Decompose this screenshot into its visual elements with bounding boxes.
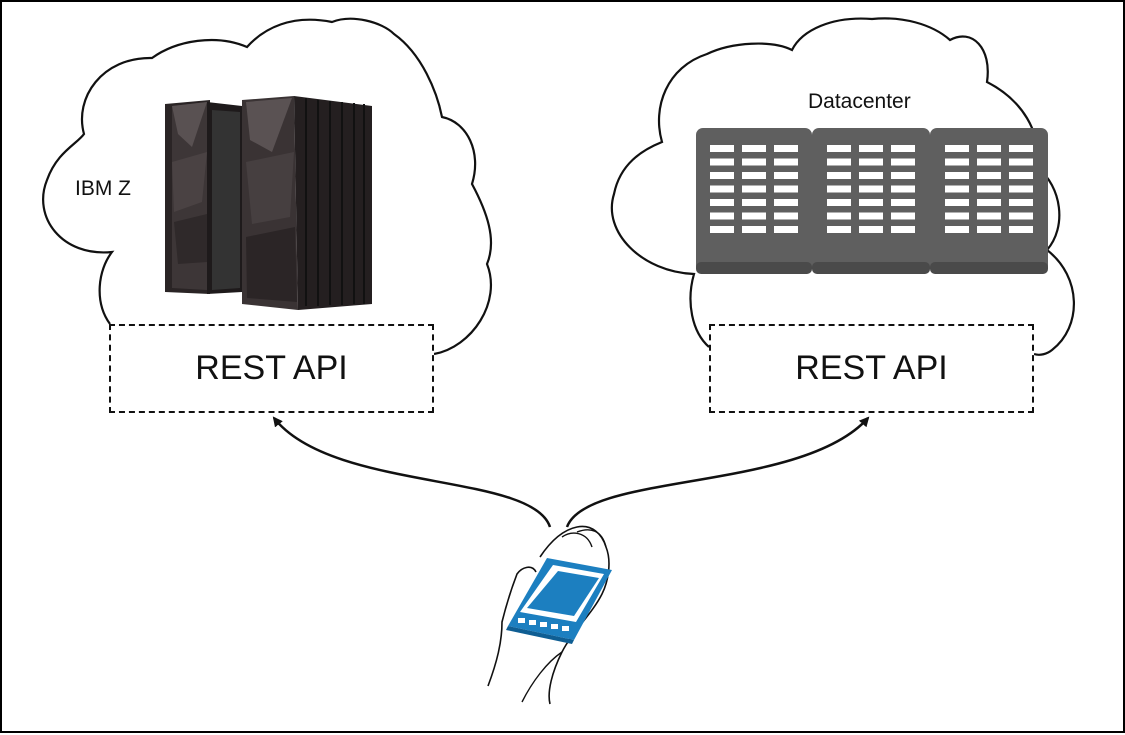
rack-slot (774, 185, 798, 193)
rack-slot (710, 172, 734, 179)
rack-slot (945, 145, 969, 152)
rack-slot (859, 145, 883, 152)
rack-slot (774, 145, 798, 152)
rack-slot (977, 185, 1001, 193)
rack-slot (891, 185, 915, 193)
datacenter-label: Datacenter (808, 90, 911, 113)
rack-slot (859, 199, 883, 206)
rack-slot (710, 199, 734, 206)
rack-slot (859, 158, 883, 166)
rack-slot (827, 199, 851, 206)
datacenter-rest-api-label: REST API (795, 349, 948, 387)
rack-slot (742, 145, 766, 152)
rack-slot (827, 226, 851, 233)
left-cloud-shape (42, 17, 493, 356)
server-rack-icon (696, 128, 1048, 274)
rack-slot (945, 199, 969, 206)
datacenter-rest-api-box: REST API (709, 324, 1034, 413)
rack-slot (891, 226, 915, 233)
rack-slot (1009, 185, 1033, 193)
rack-slot (710, 226, 734, 233)
rack-slot (977, 199, 1001, 206)
rack-slot (774, 212, 798, 220)
ibm-z-label: IBM Z (75, 177, 131, 200)
rack-slot (945, 172, 969, 179)
rack-slot (1009, 226, 1033, 233)
rack-slot (827, 158, 851, 166)
ibm-z-rest-api-label: REST API (195, 349, 348, 387)
rack-slot (977, 145, 1001, 152)
arrow-to-datacenter-api (565, 416, 870, 528)
rack-slot (774, 158, 798, 166)
rack-slot (827, 185, 851, 193)
rack-slot (742, 158, 766, 166)
rack-slot (891, 212, 915, 220)
rack-slot (710, 185, 734, 193)
rack-slot (742, 199, 766, 206)
arrow-to-ibm-z-api (272, 416, 552, 528)
rack-slot (742, 226, 766, 233)
rack-slot (1009, 145, 1033, 152)
rack-slot (1009, 172, 1033, 179)
rack-slot (742, 185, 766, 193)
rack-slot (891, 199, 915, 206)
rack-slot (977, 226, 1001, 233)
rack-slot (859, 212, 883, 220)
rack-slot (710, 212, 734, 220)
rack-slot (859, 185, 883, 193)
rack-slot (710, 145, 734, 152)
ibm-z-rest-api-box: REST API (109, 324, 434, 413)
rack-slot (945, 185, 969, 193)
ibm-z-mainframe-icon (165, 96, 372, 310)
rack-slot (891, 158, 915, 166)
rack-slot (977, 172, 1001, 179)
rack-slot (1009, 212, 1033, 220)
rack-slot (774, 172, 798, 179)
rack-slot (774, 199, 798, 206)
rack-slot (710, 158, 734, 166)
rack-slot (742, 212, 766, 220)
rack-slot (774, 226, 798, 233)
rack-slot (859, 226, 883, 233)
rack-slot (1009, 199, 1033, 206)
rack-slot (945, 226, 969, 233)
rack-slot (891, 172, 915, 179)
rack-slot (742, 172, 766, 179)
rack-slot (859, 172, 883, 179)
hand-holding-phone-icon (487, 525, 612, 705)
rack-slot (945, 212, 969, 220)
rack-slot (977, 212, 1001, 220)
rack-slot (891, 145, 915, 152)
rack-slot (827, 172, 851, 179)
rack-slot (945, 158, 969, 166)
rack-slot (827, 145, 851, 152)
rack-slot (827, 212, 851, 220)
rack-slot (1009, 158, 1033, 166)
rack-slot (977, 158, 1001, 166)
